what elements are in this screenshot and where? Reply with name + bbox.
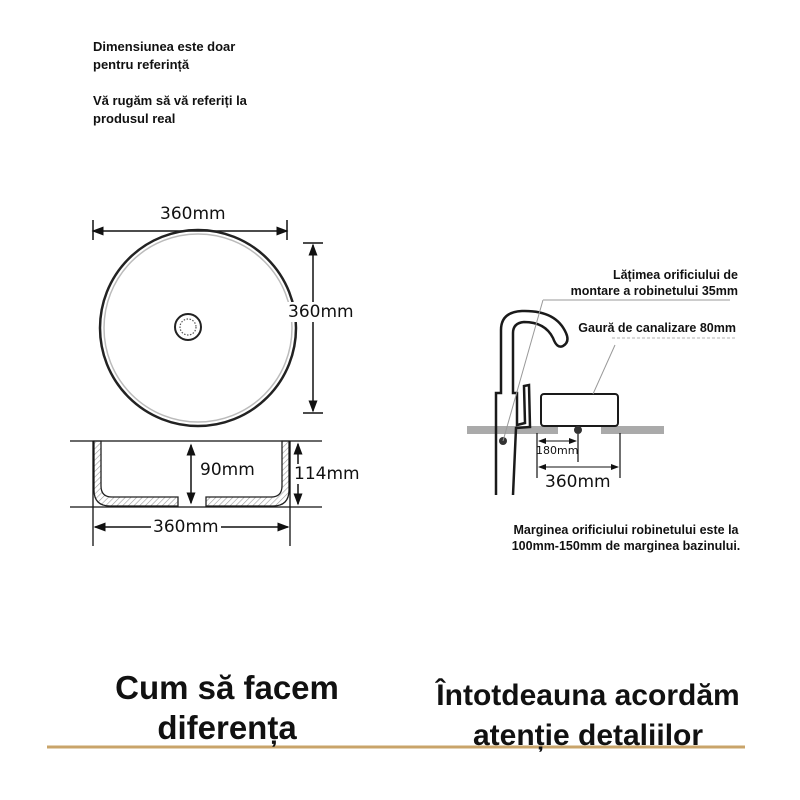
- top-width-label: 360mm: [158, 204, 228, 224]
- heading-line: Cum să facem: [115, 669, 339, 706]
- heading-line: Întotdeauna acordăm: [436, 679, 740, 712]
- top-view: [91, 220, 323, 428]
- side-width-label: 360mm: [151, 517, 221, 537]
- drain-hole-label: Gaură de canalizare 80mm: [578, 321, 736, 335]
- countertop-right: [601, 426, 664, 434]
- label-line: 100mm-150mm de marginea bazinului.: [511, 539, 741, 553]
- basin-side-icon: [540, 393, 619, 427]
- note-line: Vă rugăm să vă referiți la: [93, 93, 247, 108]
- heading-line: diferența: [157, 709, 297, 746]
- reference-note: Dimensiunea este doar pentru referință V…: [93, 38, 247, 128]
- side-view: [70, 440, 322, 546]
- left-heading: Cum să facem diferența: [77, 668, 377, 748]
- countertop-left: [467, 426, 558, 434]
- drain-icon: [174, 313, 202, 341]
- note-line: Dimensiunea este doar: [93, 39, 236, 54]
- top-depth-label: 360mm: [286, 302, 356, 322]
- basin-rim: [98, 228, 298, 428]
- note-line: pentru referință: [93, 57, 190, 72]
- faucet-edge-note: Marginea orificiului robinetului este la…: [492, 522, 760, 554]
- faucet-hole-label: Lățimea orificiului de montare a robinet…: [571, 267, 738, 299]
- faucet-icon: [494, 309, 569, 496]
- inner-depth-label: 90mm: [200, 460, 255, 480]
- label-line: Lățimea orificiului de: [612, 268, 738, 282]
- install-diagram: [467, 299, 735, 496]
- right-heading: Întotdeauna acordăm atenție detaliilor: [418, 676, 758, 756]
- install-width-label: 360mm: [543, 472, 613, 492]
- half-width-label: 180mm: [536, 444, 579, 457]
- label-line: Marginea orificiului robinetului este la: [513, 523, 739, 537]
- note-line: produsul real: [93, 111, 176, 126]
- heading-line: atenție detaliilor: [472, 719, 704, 752]
- label-line: montare a robinetului 35mm: [570, 284, 738, 298]
- height-label: 114mm: [292, 464, 362, 484]
